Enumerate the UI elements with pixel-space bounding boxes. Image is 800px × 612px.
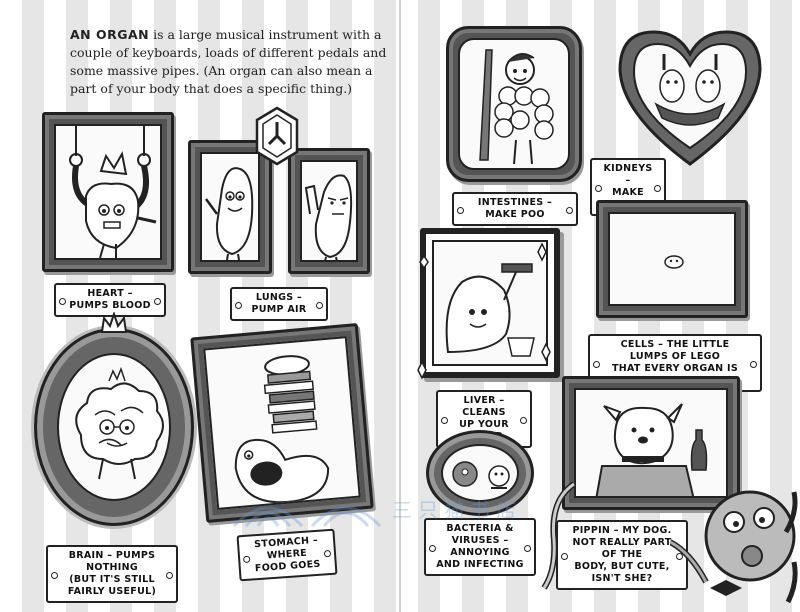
intestines-plaque-line: INTESTINES – MAKE POO <box>477 197 553 220</box>
liver-canvas <box>432 240 548 366</box>
lungs-hexagon-icon <box>255 106 299 166</box>
bacteria-canvas <box>441 444 519 502</box>
stomach-character <box>234 355 330 504</box>
intro-text: is a large musical instrument with a cou… <box>70 27 387 96</box>
brain-plaque-line-2: (BUT IT'S STILL FAIRLY USEFUL) <box>67 574 157 597</box>
lungs-right-frame <box>288 148 370 274</box>
watermark-text: 三只猫书店 <box>392 498 522 522</box>
liver-character <box>445 263 535 357</box>
brain-plaque: BRAIN – PUMPS NOTHING (BUT IT'S STILL FA… <box>46 545 178 603</box>
kidneys-plaque-line-1: KIDNEYS – <box>603 163 653 186</box>
lungs-plaque-line: LUNGS – PUMP AIR <box>251 292 307 315</box>
robot-character <box>670 490 798 604</box>
lungs-left-frame <box>188 140 272 274</box>
bacteria-plaque-line-3: AND INFECTING <box>436 559 524 570</box>
cell-character <box>664 255 684 269</box>
pippin-plaque-line-3: BODY, BUT CUTE, ISN'T SHE? <box>574 561 670 584</box>
stomach-frame <box>190 323 374 523</box>
brain-character <box>75 366 164 480</box>
brain-frame-crown-icon <box>100 312 128 333</box>
liver-plaque-line-1: LIVER – CLEANS <box>462 395 506 418</box>
cells-plaque-line-1: CELLS – THE LITTLE LUMPS OF LEGO <box>620 339 730 362</box>
bacteria-plaque-line-1: BACTERIA & <box>446 523 514 534</box>
heart-canvas <box>54 124 162 260</box>
pippin-frame <box>562 376 740 510</box>
watermark-logo <box>232 506 382 528</box>
bacteria-characters <box>452 461 510 489</box>
heart-plaque-line: HEART – PUMPS BLOOD <box>69 288 151 311</box>
cells-frame <box>596 200 748 318</box>
heart-plaque: HEART – PUMPS BLOOD <box>54 283 166 317</box>
stomach-canvas <box>203 336 361 510</box>
lungs-plaque: LUNGS – PUMP AIR <box>230 287 328 321</box>
bacteria-frame <box>426 430 534 516</box>
right-lung-character <box>304 174 353 260</box>
bacteria-plaque: BACTERIA & VIRUSES – ANNOYING AND INFECT… <box>424 518 536 576</box>
dog-character <box>595 403 708 496</box>
liver-sparkles-icon <box>417 242 551 380</box>
lungs-left-canvas <box>200 152 260 262</box>
intestines-canvas <box>458 38 570 170</box>
intestines-frame <box>446 26 582 182</box>
brain-canvas <box>57 353 171 501</box>
bacteria-plaque-line-2: VIRUSES – ANNOYING <box>450 535 510 558</box>
intro-paragraph: AN ORGAN is a large musical instrument w… <box>70 26 388 98</box>
pippin-canvas <box>574 388 728 498</box>
robot-arm-icon <box>541 481 576 590</box>
lungs-right-canvas <box>300 160 358 262</box>
brain-frame <box>34 328 194 526</box>
heart-frame <box>42 112 174 272</box>
intestines-plaque: INTESTINES – MAKE POO <box>452 192 578 226</box>
brain-plaque-line-1: BRAIN – PUMPS NOTHING <box>68 550 156 573</box>
page-gutter <box>399 0 401 612</box>
intestines-character <box>479 49 554 165</box>
intro-keyword: AN ORGAN <box>70 27 150 42</box>
pippin-plaque: PIPPIN – MY DOG. NOT REALLY PART OF THE … <box>556 520 688 590</box>
stomach-plaque: STOMACH – WHERE FOOD GOES <box>236 528 338 582</box>
cells-canvas <box>608 212 736 306</box>
heart-character <box>69 126 157 258</box>
kidneys-frame <box>618 30 762 166</box>
pippin-plaque-line-1: PIPPIN – MY DOG. <box>572 525 672 536</box>
left-lung-character <box>204 167 254 260</box>
liver-frame <box>420 228 560 378</box>
pippin-plaque-line-2: NOT REALLY PART OF THE <box>572 537 672 560</box>
